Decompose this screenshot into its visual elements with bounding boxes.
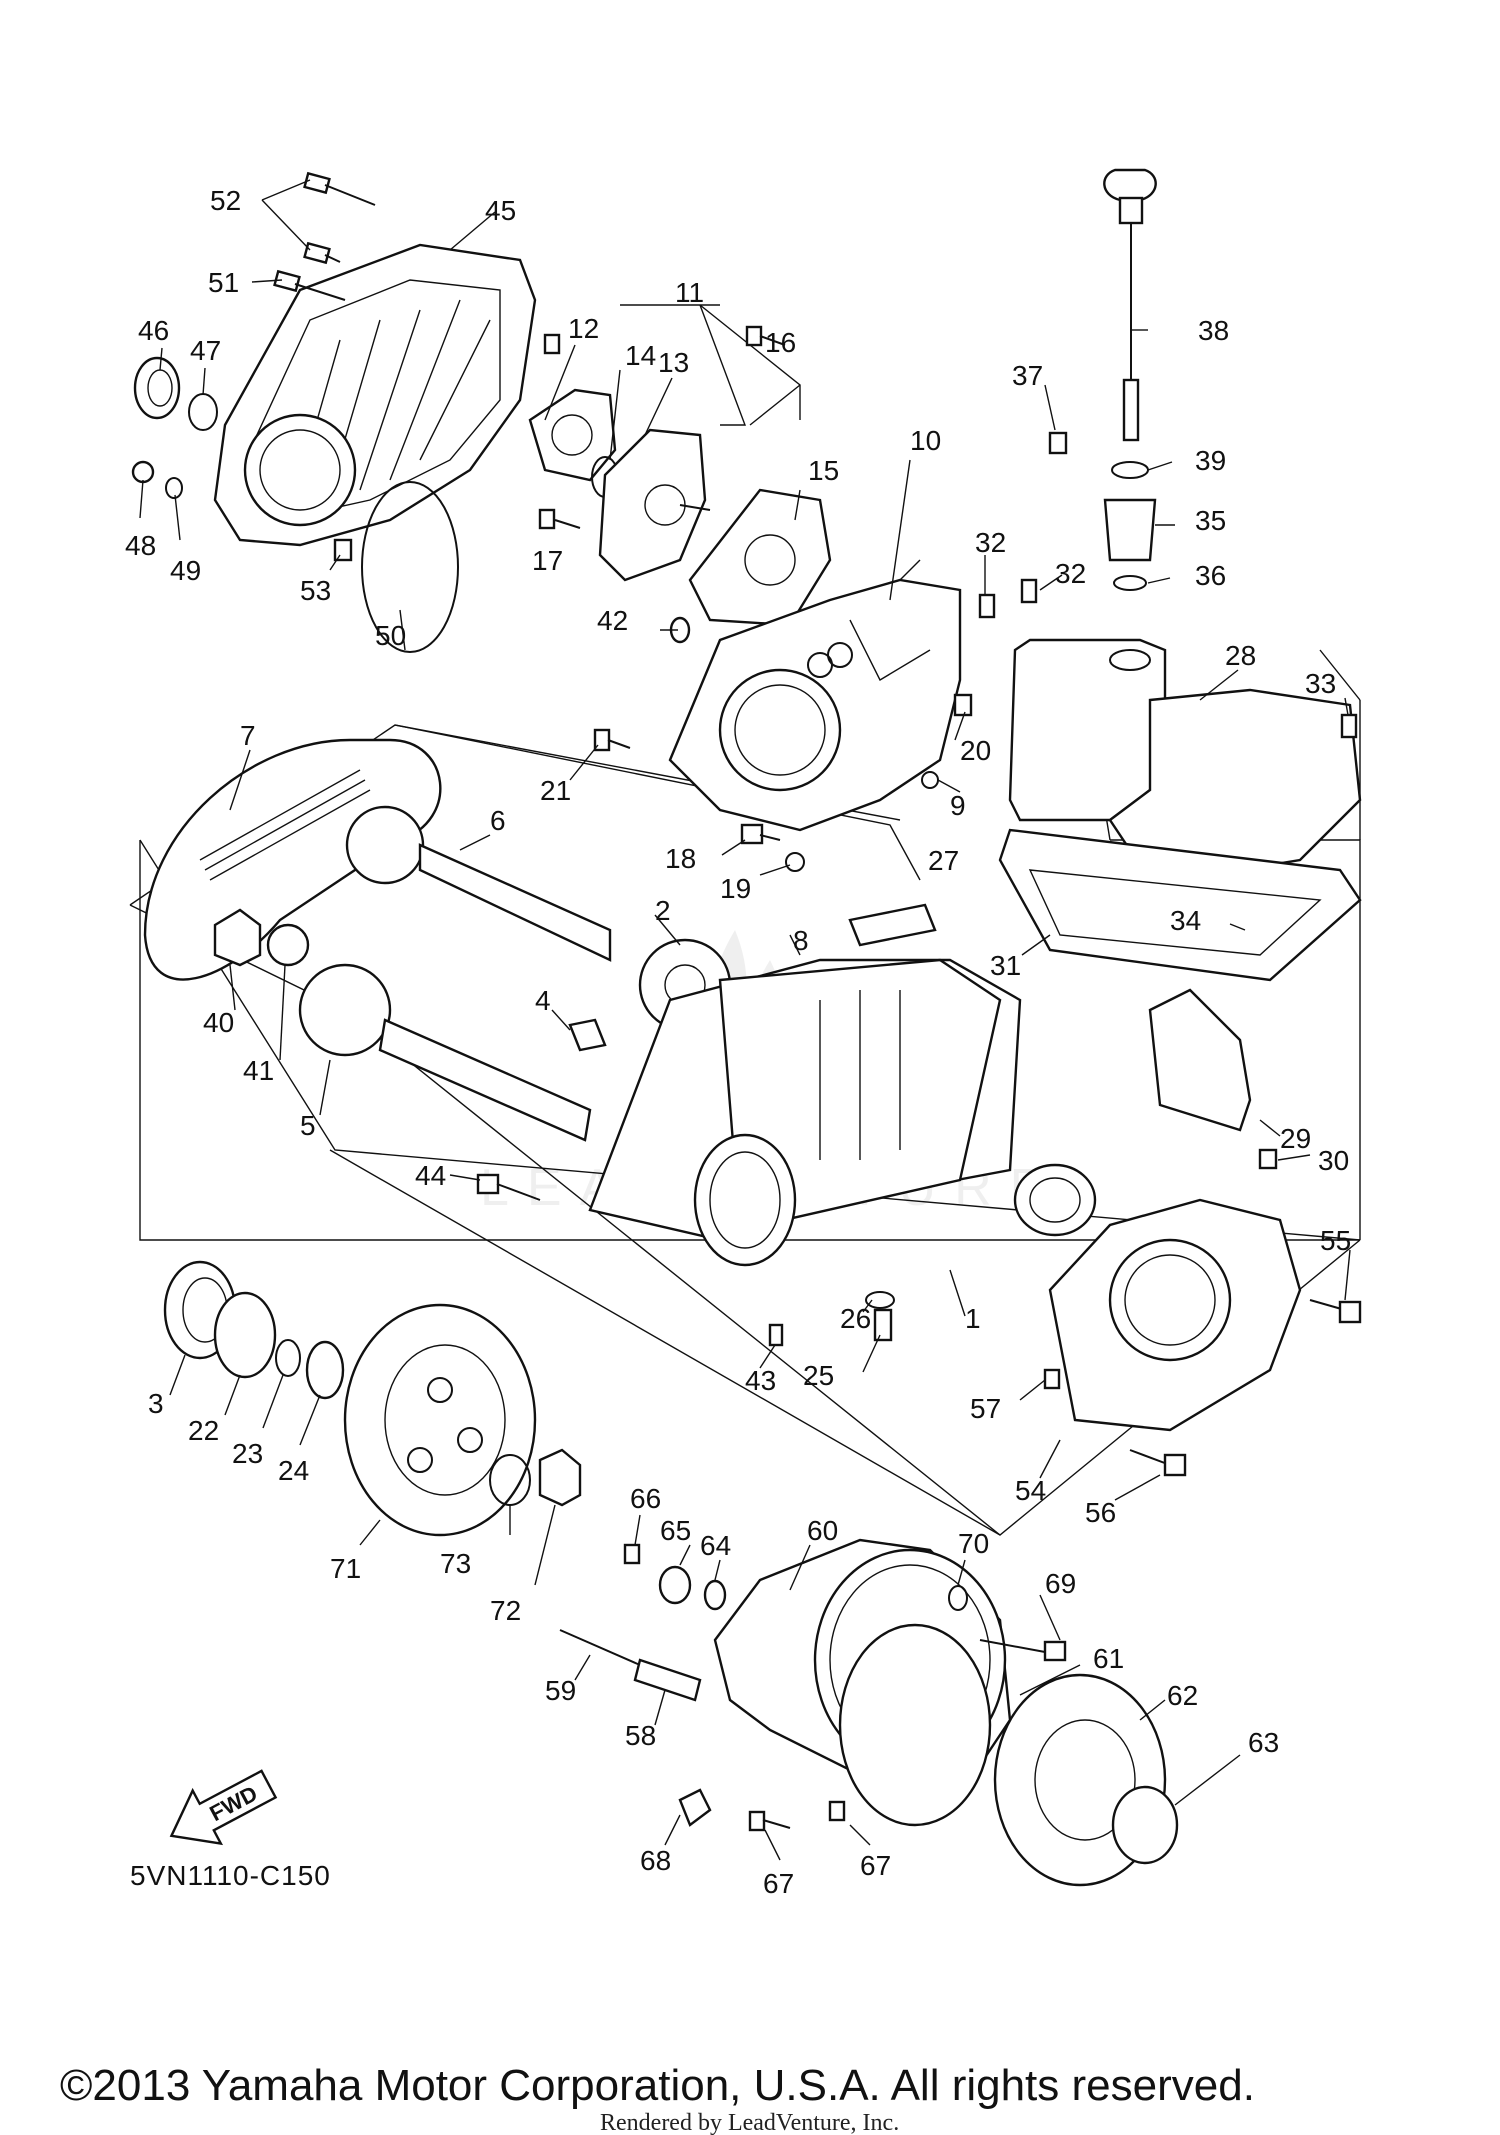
callout-8: 8	[793, 925, 809, 956]
callout-16: 16	[765, 327, 796, 358]
callout-32a: 32	[975, 527, 1006, 558]
callout-49: 49	[170, 555, 201, 586]
copyright-text: ©2013 Yamaha Motor Corporation, U.S.A. A…	[60, 2061, 1255, 2110]
callout-72: 72	[490, 1595, 521, 1626]
callout-56: 56	[1085, 1497, 1116, 1528]
part-60-stator-cover	[559, 1538, 1179, 1887]
callout-25: 25	[803, 1360, 834, 1391]
callout-11: 11	[675, 277, 704, 308]
callout-14: 14	[625, 340, 656, 371]
callout-46: 46	[138, 315, 169, 346]
callout-32b: 32	[1055, 558, 1086, 589]
callout-21: 21	[540, 775, 571, 806]
rendered-by-text: Rendered by LeadVenture, Inc.	[600, 2110, 899, 2135]
oil-tank-assembly	[978, 168, 1362, 1170]
pulley-assembly	[163, 1260, 582, 1537]
callout-40: 40	[203, 1007, 234, 1038]
part-45-cover	[213, 243, 537, 547]
callout-12: 12	[568, 313, 599, 344]
callout-15: 15	[808, 455, 839, 486]
callout-50: 50	[375, 620, 406, 651]
callout-13: 13	[658, 347, 689, 378]
part-54-side-cover	[1043, 1198, 1362, 1477]
callout-64: 64	[700, 1530, 731, 1561]
callout-69: 69	[1045, 1568, 1076, 1599]
callout-44: 44	[415, 1160, 446, 1191]
callout-29: 29	[1280, 1123, 1311, 1154]
callout-41: 41	[243, 1055, 274, 1086]
callout-60: 60	[807, 1515, 838, 1546]
callout-73: 73	[440, 1548, 471, 1579]
callout-52: 52	[210, 185, 241, 216]
callout-30: 30	[1318, 1145, 1349, 1176]
callout-48: 48	[125, 530, 156, 561]
callout-51: 51	[208, 267, 239, 298]
callout-55: 55	[1320, 1225, 1351, 1256]
callout-labels: 1 2 3 4 5 6 7 8 9 10 11 12 13 14 15 16 1…	[125, 185, 1351, 1899]
callout-43: 43	[745, 1365, 776, 1396]
callout-71: 71	[330, 1553, 361, 1584]
callout-59: 59	[545, 1675, 576, 1706]
callout-38: 38	[1198, 315, 1229, 346]
part-10-case	[593, 578, 973, 872]
callout-62: 62	[1167, 1680, 1198, 1711]
callout-10: 10	[910, 425, 941, 456]
callout-17: 17	[532, 545, 563, 576]
callout-42: 42	[597, 605, 628, 636]
callout-57: 57	[970, 1393, 1001, 1424]
part-1-main-case	[588, 903, 1097, 1347]
callout-4: 4	[535, 985, 551, 1016]
callout-18: 18	[665, 843, 696, 874]
oil-pump-assembly	[528, 325, 832, 627]
callout-37: 37	[1012, 360, 1043, 391]
callout-45: 45	[485, 195, 516, 226]
callout-47: 47	[190, 335, 221, 366]
callout-28: 28	[1225, 640, 1256, 671]
callout-7: 7	[240, 720, 256, 751]
fwd-arrow: FWD	[169, 1769, 278, 1846]
callout-27: 27	[928, 845, 959, 876]
callout-5: 5	[300, 1110, 316, 1141]
callout-54: 54	[1015, 1475, 1046, 1506]
bolts-51-52	[273, 171, 376, 301]
callout-61: 61	[1093, 1643, 1124, 1674]
diagram-code: 5VN1110-C150	[130, 1860, 331, 1891]
callout-66: 66	[630, 1483, 661, 1514]
callout-65: 65	[660, 1515, 691, 1546]
callout-67a: 67	[763, 1868, 794, 1899]
callout-22: 22	[188, 1415, 219, 1446]
callout-63: 63	[1248, 1727, 1279, 1758]
callout-23: 23	[232, 1438, 263, 1469]
callout-70: 70	[958, 1528, 989, 1559]
callout-6: 6	[490, 805, 506, 836]
callout-67b: 67	[860, 1850, 891, 1881]
callout-1: 1	[965, 1303, 981, 1334]
callout-53: 53	[300, 575, 331, 606]
callout-33: 33	[1305, 668, 1336, 699]
callout-35: 35	[1195, 505, 1226, 536]
callout-39: 39	[1195, 445, 1226, 476]
callout-34: 34	[1170, 905, 1201, 936]
callout-58: 58	[625, 1720, 656, 1751]
leader-lines	[139, 179, 1351, 1861]
callout-36: 36	[1195, 560, 1226, 591]
callout-2: 2	[655, 895, 671, 926]
callout-19: 19	[720, 873, 751, 904]
callout-68: 68	[640, 1845, 671, 1876]
callout-9: 9	[950, 790, 966, 821]
callout-24: 24	[278, 1455, 309, 1486]
belt-and-shafts	[143, 738, 732, 1201]
callout-3: 3	[148, 1388, 164, 1419]
callout-26: 26	[840, 1303, 871, 1334]
callout-20: 20	[960, 735, 991, 766]
callout-31: 31	[990, 950, 1021, 981]
